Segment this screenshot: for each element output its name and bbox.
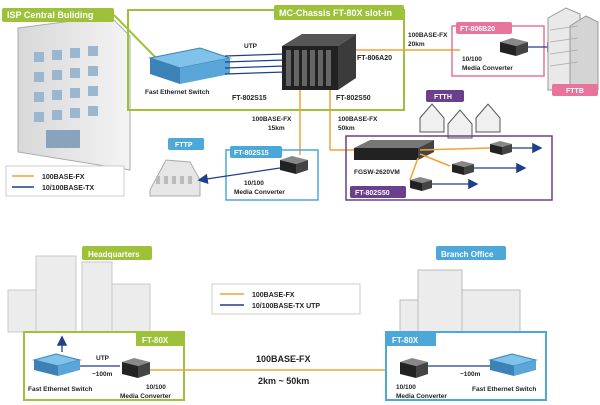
slot-right-label: FT-802S50 <box>336 95 371 102</box>
isp-building-icon <box>17 15 131 171</box>
mc-chassis-frame <box>127 9 405 111</box>
slot-left-label: FT-802S15 <box>232 95 267 102</box>
distance-short-right: ~100m <box>460 371 481 378</box>
left-box-label: FT-80X <box>142 336 169 345</box>
ftth-link-line2: 50km <box>338 125 355 132</box>
fttp-conv-line2: Media Converter <box>234 189 285 196</box>
switch-left-label: Fast Ethernet Switch <box>28 386 92 393</box>
fttb-converter-icon <box>500 38 528 56</box>
hq-building-icon <box>7 255 151 333</box>
ftth-converter-icon-1 <box>490 141 512 155</box>
isp-label: ISP Central Buliding <box>7 10 93 20</box>
fttb-link-line1: 100BASE-FX <box>408 32 448 39</box>
isp-label-tag: ISP Central Buliding <box>2 8 114 22</box>
fttp-tag: FTTP <box>175 142 193 149</box>
right-converter-icon <box>400 358 428 378</box>
mc-chassis-icon <box>282 34 356 90</box>
utp-label-top: UTP <box>244 43 258 50</box>
link-distance: 2km ~ 50km <box>258 376 309 386</box>
utp-label-bottom: UTP <box>96 355 110 362</box>
fttp-converter-icon <box>280 156 308 174</box>
ftth-box-label: FT-802S50 <box>355 190 390 197</box>
ftth-switch-model: FGSW-2620VM <box>354 169 400 176</box>
ftth-tag: FTTH <box>434 94 452 101</box>
top-legend <box>5 165 125 197</box>
bottom-legend-tx: 10/100BASE-TX UTP <box>252 303 320 310</box>
fast-ethernet-switch-icon <box>148 47 232 84</box>
switch-label: Fast Ethernet Switch <box>145 89 209 96</box>
right-switch-icon <box>488 353 538 376</box>
fttp-building-icon <box>149 159 201 197</box>
ftth-converter-icon-2 <box>452 161 474 175</box>
fttb-box-label: FT-806B20 <box>460 26 495 33</box>
fttp-box-label: FT-802S15 <box>234 150 269 157</box>
hq-label: Headquarters <box>88 250 140 259</box>
fttb-conv-line2: Media Converter <box>462 65 513 72</box>
conv-right-line1: 10/100 <box>396 384 416 391</box>
bottom-legend <box>211 283 361 315</box>
fttp-link-line2: 15km <box>268 125 285 132</box>
mc-label-tag <box>274 5 404 20</box>
left-converter-icon <box>122 358 150 378</box>
branch-building-icon <box>399 269 521 337</box>
ftth-frame <box>345 135 553 201</box>
fttb-tag: FTTB <box>566 88 584 95</box>
conv-left-line1: 10/100 <box>146 384 166 391</box>
distance-short-left: ~100m <box>92 371 113 378</box>
mc-label: MC-Chassis FT-80X slot-in <box>279 8 392 18</box>
conv-right-line2: Media Converter <box>396 393 447 400</box>
fttb-building-icon <box>547 7 599 91</box>
fttb-link-line2: 20km <box>408 41 425 48</box>
ftth-link-line1: 100BASE-FX <box>338 116 378 123</box>
left-switch-icon <box>32 353 82 376</box>
ftth-houses-icon <box>419 103 501 139</box>
top-legend-tx: 10/100BASE-TX <box>42 185 94 192</box>
fttp-link-line1: 100BASE-FX <box>252 116 292 123</box>
top-legend-fx: 100BASE-FX <box>42 174 85 181</box>
ftth-converter-icon-3 <box>410 177 432 191</box>
link-label: 100BASE-FX <box>256 354 311 364</box>
fttb-conv-line1: 10/100 <box>462 56 482 63</box>
right-box-label: FT-80X <box>392 336 419 345</box>
bottom-legend-fx: 100BASE-FX <box>252 292 295 299</box>
chassis-model: FT-806A20 <box>357 55 392 62</box>
fttp-conv-line1: 10/100 <box>244 180 264 187</box>
conv-left-line2: Media Converter <box>120 393 171 400</box>
branch-label: Branch Office <box>441 250 494 259</box>
switch-right-label: Fast Ethernet Switch <box>472 386 536 393</box>
